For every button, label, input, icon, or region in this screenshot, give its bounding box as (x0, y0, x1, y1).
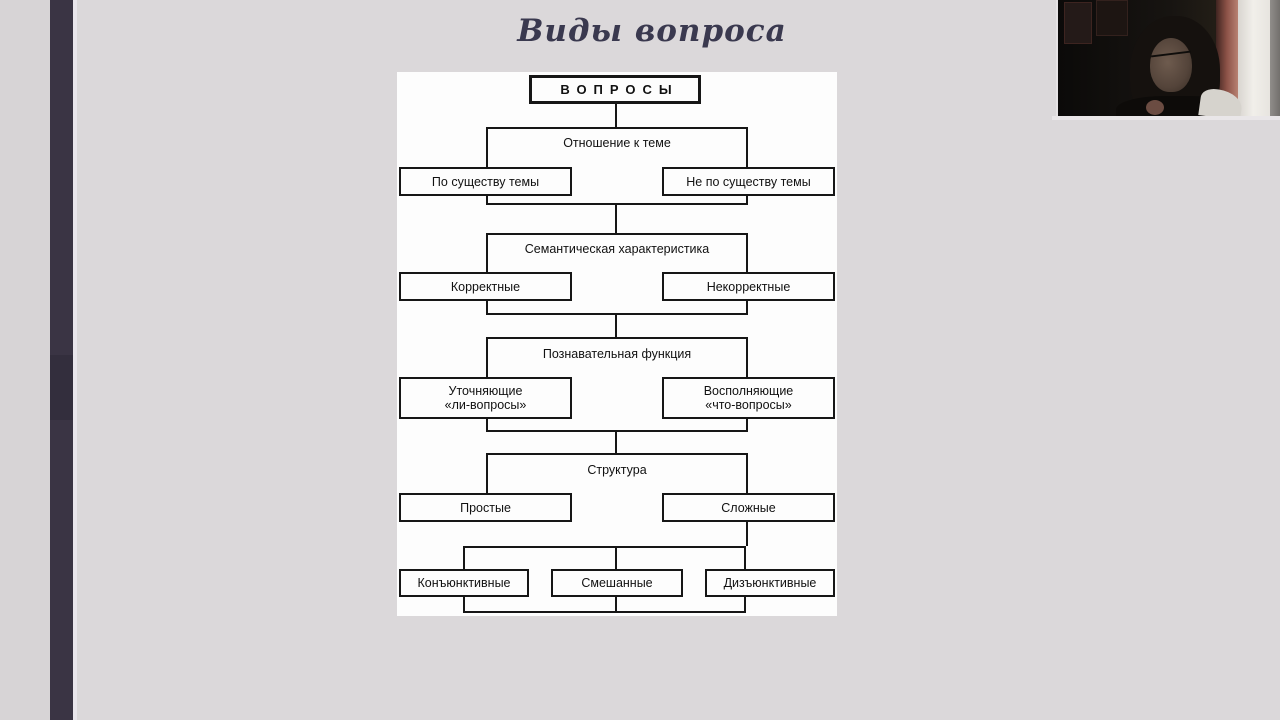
sidebar-highlight-line (73, 0, 77, 720)
node-ne-po-sushchestvu-temy: Не по существу темы (662, 167, 835, 196)
node-label-line2: «ли-вопросы» (444, 398, 527, 412)
window-frame-edge (1270, 0, 1280, 116)
node-label-line2: «что-вопросы» (705, 398, 792, 412)
window-light (1238, 0, 1272, 116)
left-margin-strip (0, 0, 50, 720)
section-label-structure: Структура (587, 463, 647, 477)
node-nekorrektnye: Некорректные (662, 272, 835, 301)
node-label: Не по существу темы (686, 174, 811, 189)
connector (615, 315, 617, 337)
picture-frame (1096, 0, 1128, 36)
section-group-relation (486, 127, 748, 205)
node-label-line1: Восполняющие (703, 384, 794, 398)
node-label: Простые (460, 500, 511, 515)
question-types-flowchart: Отношение к теме Семантическая характери… (397, 72, 837, 616)
picture-frame (1064, 2, 1092, 44)
presenter-hand (1146, 100, 1164, 115)
node-voprosy: ВОПРОСЫ (529, 75, 701, 104)
node-po-sushchestvu-temy: По существу темы (399, 167, 572, 196)
node-utochnyayushchie: Уточняющие «ли-вопросы» (399, 377, 572, 419)
node-dizyunktivnye: Дизъюнктивные (705, 569, 835, 597)
node-label: Конъюнктивные (417, 576, 511, 590)
section-label-cognitive: Познавательная функция (542, 347, 692, 361)
sidebar-accent-bar (50, 0, 73, 720)
node-label: По существу темы (431, 174, 540, 189)
node-prostye: Простые (399, 493, 572, 522)
node-label: Корректные (450, 279, 521, 294)
node-vospolnyayushchie: Восполняющие «что-вопросы» (662, 377, 835, 419)
sidebar-accent-shade (50, 355, 73, 420)
node-label: Некорректные (706, 279, 791, 294)
node-slozhnye: Сложные (662, 493, 835, 522)
webcam-overlay[interactable] (1056, 0, 1280, 116)
node-label: Дизъюнктивные (723, 576, 817, 590)
node-korrektnye: Корректные (399, 272, 572, 301)
node-label-line1: Уточняющие (448, 384, 523, 398)
section-group-structure-left (486, 453, 488, 494)
webcam-bottom-border (1052, 116, 1280, 120)
presenter-face (1150, 38, 1192, 92)
node-smeshannye: Смешанные (551, 569, 683, 597)
section-label-relation: Отношение к теме (563, 136, 671, 150)
section-label-semantic: Семантическая характеристика (524, 242, 710, 256)
connector (615, 104, 617, 127)
connector (615, 205, 617, 233)
node-konyunktivnye: Конъюнктивные (399, 569, 529, 597)
slide-title: Виды вопроса (517, 13, 787, 49)
section-group-structure-top (486, 453, 748, 455)
node-label: Сложные (721, 500, 776, 515)
connector (615, 432, 617, 453)
node-label: Смешанные (581, 576, 653, 590)
